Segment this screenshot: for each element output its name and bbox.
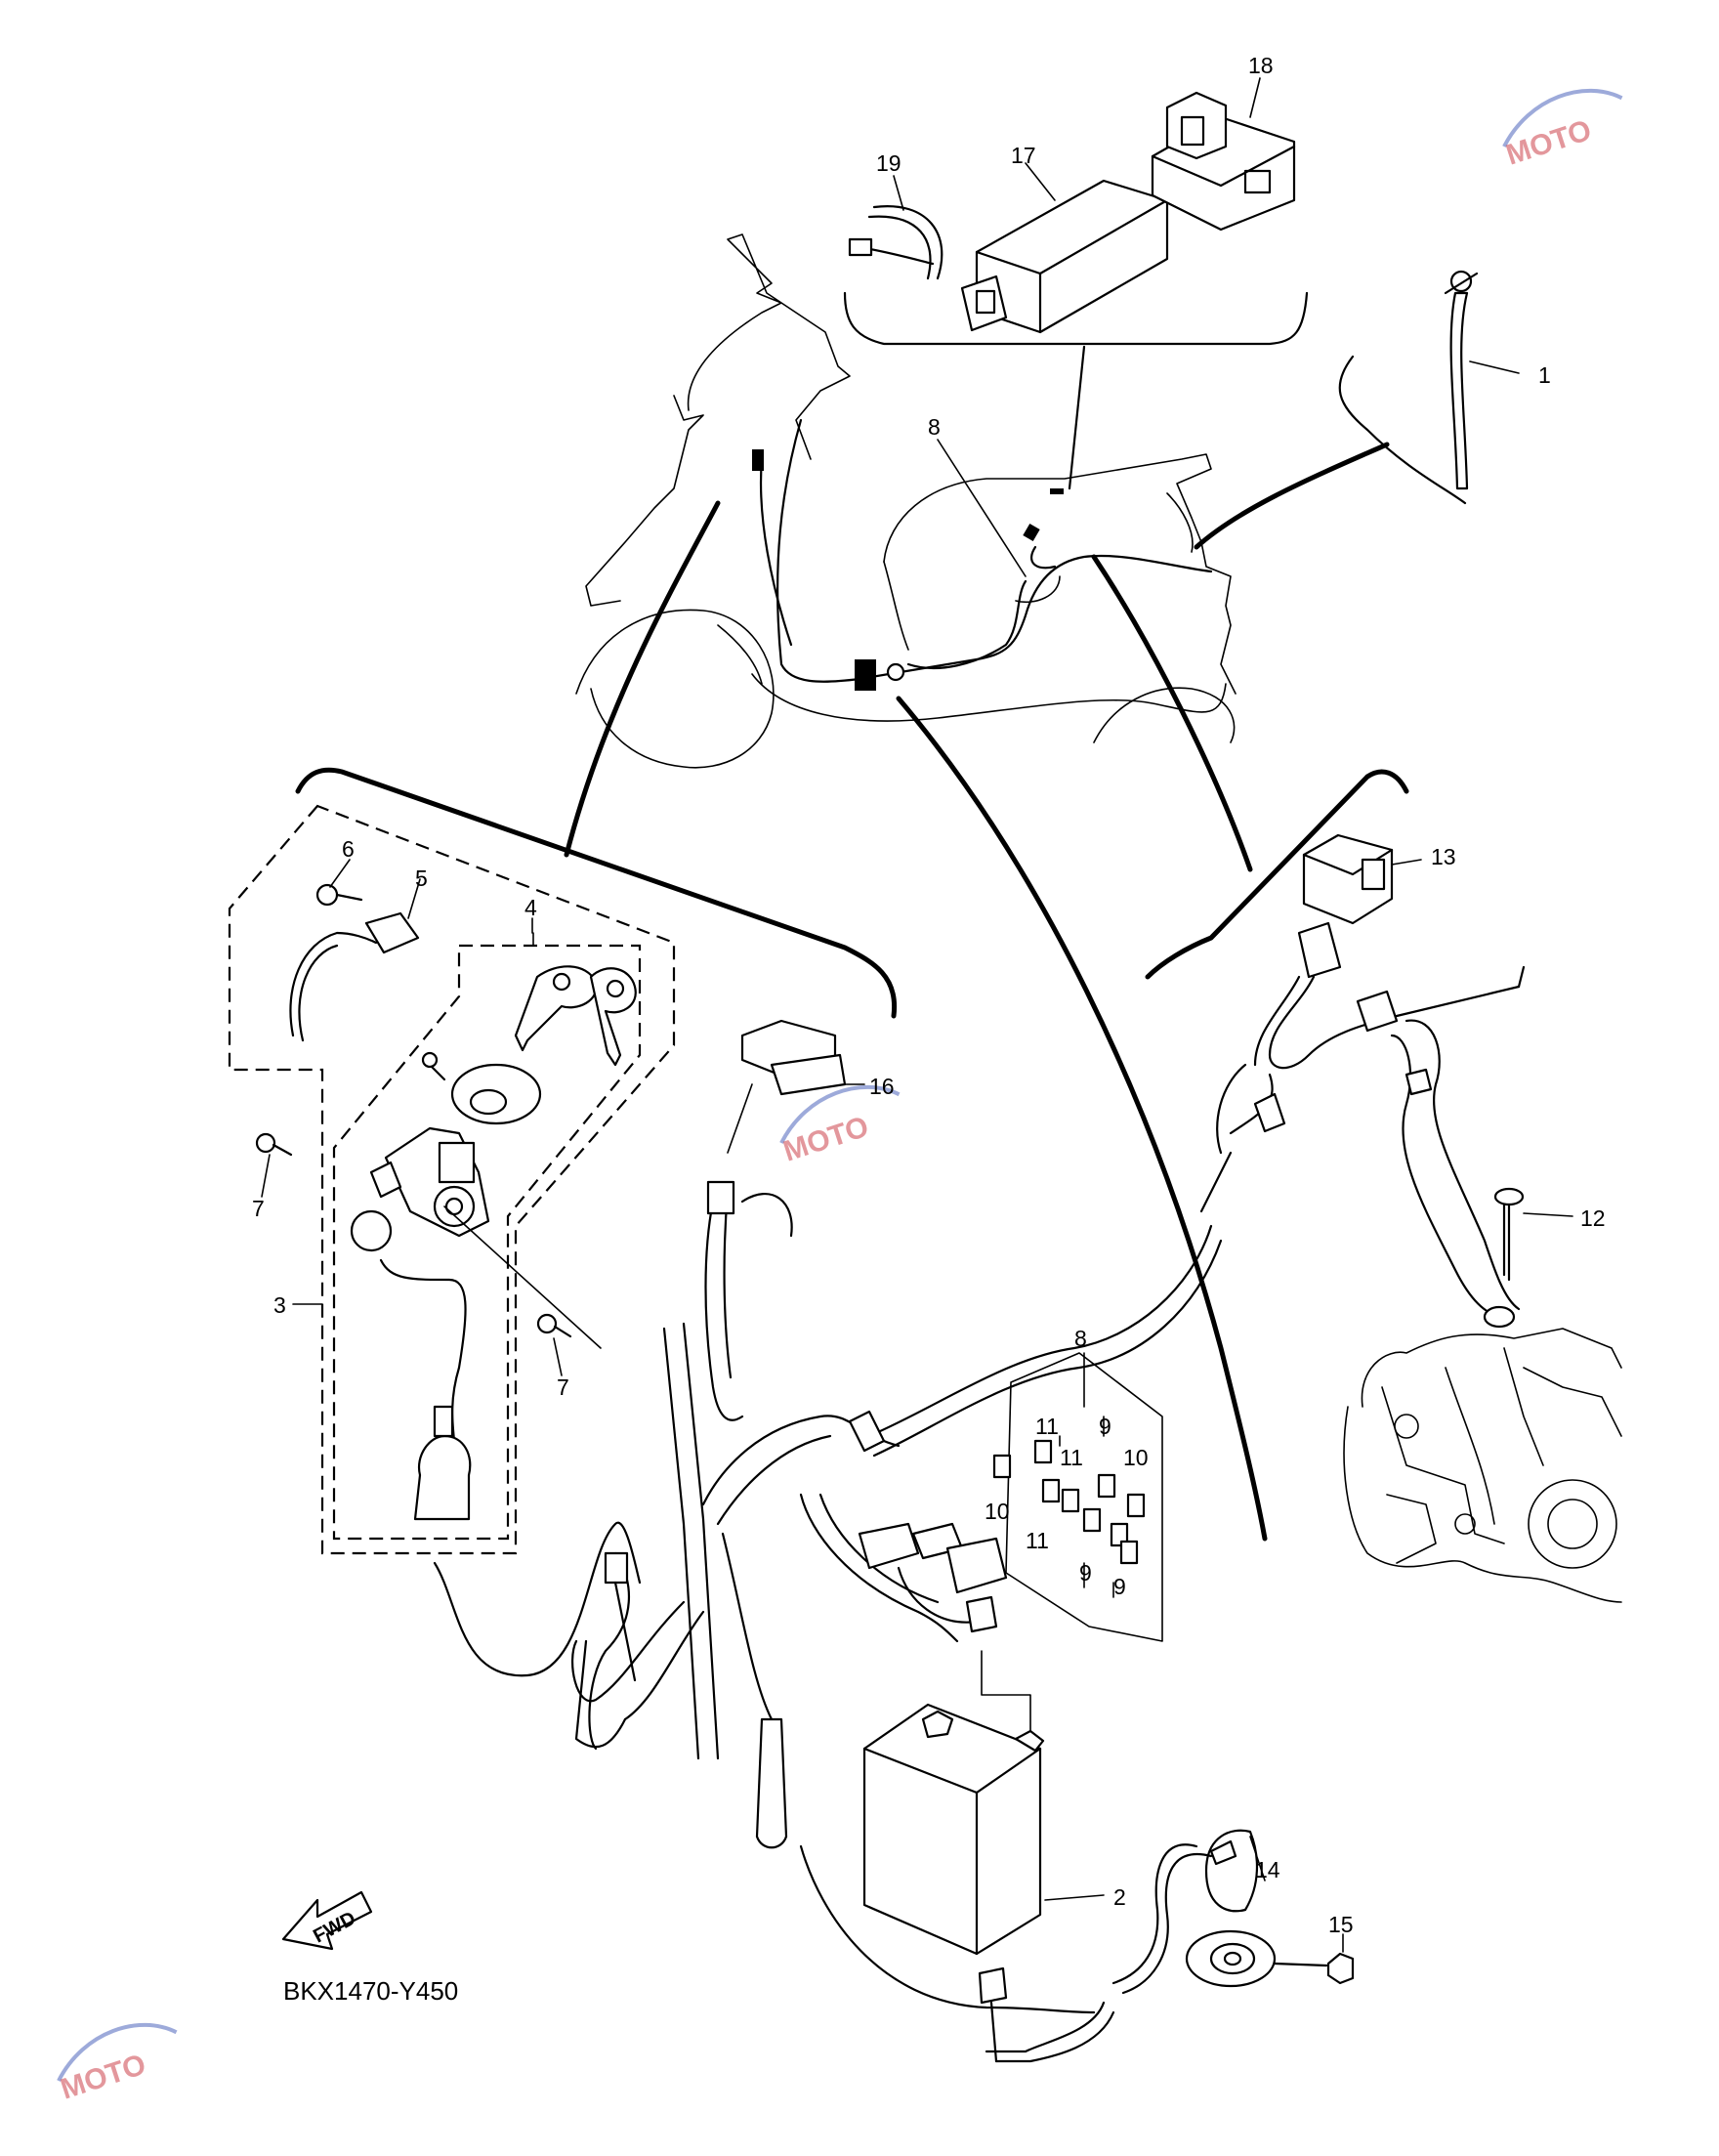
callout-10-a: 10 xyxy=(1123,1445,1149,1470)
svg-text:MOTO: MOTO xyxy=(57,2049,149,2106)
screw-part-7-upper xyxy=(255,1132,293,1157)
callout-12: 12 xyxy=(1580,1205,1606,1231)
callout-2: 2 xyxy=(1113,1884,1126,1910)
horn-part-14 xyxy=(978,1829,1277,2063)
keys-part-4 xyxy=(514,965,637,1067)
callout-3: 3 xyxy=(273,1292,286,1318)
main-switch-bracket xyxy=(295,767,898,1019)
main-wiring-harness xyxy=(433,1180,1223,2014)
dashed-group-key-set xyxy=(332,944,642,1541)
connector-part-18 xyxy=(1151,91,1296,232)
leader-to-battery-bracket xyxy=(896,696,1268,1542)
callout-9-c: 9 xyxy=(1113,1574,1126,1599)
fwd-arrow: FWD xyxy=(281,1890,373,1951)
watermark-logo-top-right: MOTO xyxy=(1502,88,1623,172)
clamp-part-5 xyxy=(289,911,420,1042)
callout-7-lower: 7 xyxy=(557,1374,569,1400)
callout-5: 5 xyxy=(415,866,428,891)
callout-17: 17 xyxy=(1011,143,1036,168)
wire-lead-part-19 xyxy=(848,205,943,280)
callout-9-a: 9 xyxy=(1099,1414,1111,1439)
scooter-harness xyxy=(752,418,1213,691)
callout-19: 19 xyxy=(876,150,901,176)
battery-part-2 xyxy=(862,1703,1045,1956)
nut-part-15 xyxy=(1273,1952,1355,1985)
battery-lead xyxy=(981,1650,1031,1750)
callout-8-fuse: 8 xyxy=(1074,1326,1087,1351)
diagram-code: BKX1470-Y450 xyxy=(283,1976,458,2006)
relay-part-16 xyxy=(727,1019,847,1154)
cable-tie-bracket xyxy=(1338,355,1467,505)
callout-1: 1 xyxy=(1538,362,1551,388)
right-parts-bracket xyxy=(1145,769,1409,980)
callout-15: 15 xyxy=(1328,1912,1354,1937)
control-unit-part-17 xyxy=(960,179,1169,334)
callout-labels: 1 2 3 4 5 6 7 7 8 8 9 9 9 10 10 11 11 11… xyxy=(252,53,1606,1937)
callout-13: 13 xyxy=(1431,844,1456,869)
watermark-logo-bottom-left: MOTO xyxy=(57,2022,178,2106)
engine-crankcase xyxy=(1343,1328,1622,1603)
callout-16: 16 xyxy=(869,1074,895,1099)
scooter-outline xyxy=(575,233,1237,769)
top-parts-bracket xyxy=(843,291,1309,346)
fuse-set xyxy=(992,1439,1146,1565)
callout-10-b: 10 xyxy=(985,1499,1010,1524)
callout-18: 18 xyxy=(1248,53,1274,78)
callout-6: 6 xyxy=(342,836,355,862)
callout-7-upper: 7 xyxy=(252,1196,265,1221)
svg-text:MOTO: MOTO xyxy=(1502,114,1595,172)
dashed-group-outer xyxy=(228,804,676,1555)
callout-4: 4 xyxy=(524,895,537,920)
connector-part-13 xyxy=(1297,833,1394,979)
bolt-part-12 xyxy=(1493,1187,1525,1282)
callout-14: 14 xyxy=(1255,1857,1280,1882)
callout-leaders xyxy=(261,77,1573,1953)
wire-harness-right xyxy=(1199,965,1526,1329)
screw-part-7-lower xyxy=(536,1313,572,1338)
svg-text:MOTO: MOTO xyxy=(779,1111,872,1168)
leader-to-right-bracket xyxy=(1091,554,1253,872)
callout-11-b: 11 xyxy=(1060,1445,1083,1470)
top-bracket-leader xyxy=(1068,345,1086,490)
callout-8-top: 8 xyxy=(928,414,941,440)
main-switch-part-3 xyxy=(350,1126,602,1521)
fuse-box-panel xyxy=(858,1352,1163,1642)
callout-11-c: 11 xyxy=(1026,1528,1049,1553)
cable-tie-leader xyxy=(1194,442,1390,550)
callout-9-b: 9 xyxy=(1079,1560,1092,1585)
callout-11-a: 11 xyxy=(1035,1414,1059,1439)
cable-tie-part-1 xyxy=(1444,270,1479,490)
leader-to-main-switch-bracket xyxy=(564,500,721,858)
bolt-part-6 xyxy=(315,883,363,907)
lock-cap xyxy=(421,1051,542,1125)
